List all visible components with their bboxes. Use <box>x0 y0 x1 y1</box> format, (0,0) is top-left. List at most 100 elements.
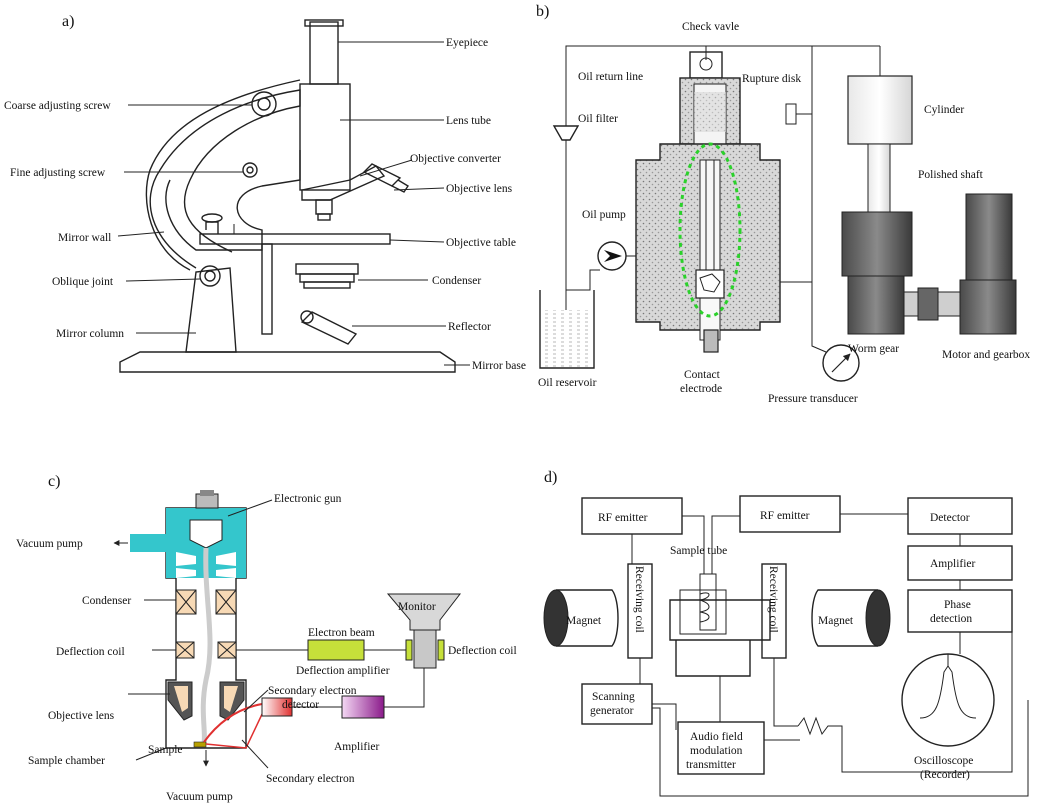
label-electronic-gun: Electronic gun <box>274 493 342 505</box>
label-oil-filter: Oil filter <box>578 113 618 125</box>
panel-a-microscope: a) <box>4 13 526 373</box>
label-rf-emitter-1: RF emitter <box>598 512 648 524</box>
motor-gearbox <box>959 279 1017 335</box>
label-rf-emitter-2: RF emitter <box>760 510 810 522</box>
contact-electrode-shape <box>703 329 719 353</box>
label-reflector: Reflector <box>448 321 491 333</box>
label-eyepiece: Eyepiece <box>446 37 488 49</box>
label-receiving-coil-right: Receiving coil <box>767 566 779 633</box>
panel-c-tag: c) <box>48 473 60 490</box>
label-objective-lens: Objective lens <box>446 183 513 195</box>
sample-tube-shape <box>699 573 717 631</box>
label-condenser-a: Condenser <box>432 275 481 287</box>
polished-shaft-shape <box>867 143 891 213</box>
panel-a-leaders <box>117 41 470 366</box>
oil-filter-shape <box>552 125 580 141</box>
mirror-wall-arm <box>149 89 301 269</box>
label-receiving-coil-left: Receiving coil <box>633 566 645 633</box>
oscilloscope-shape <box>901 653 995 747</box>
mirror-column-shape <box>185 267 237 353</box>
label-pressure-transducer: Pressure transducer <box>768 393 858 405</box>
panel-d-nmr: d) <box>543 469 1029 797</box>
label-audio-1: Audio field <box>690 731 743 743</box>
label-oil-pump: Oil pump <box>582 209 626 221</box>
label-vacuum-pump-top: Vacuum pump <box>16 538 83 550</box>
audio-modulation-box <box>677 721 765 775</box>
label-oscilloscope-1: Oscilloscope <box>914 755 973 767</box>
condenser-shape <box>295 263 359 275</box>
label-lens-tube: Lens tube <box>446 115 491 127</box>
label-deflection-amplifier: Deflection amplifier <box>296 665 390 677</box>
label-worm-gear: Worm gear <box>848 343 899 355</box>
label-cylinder: Cylinder <box>924 104 964 116</box>
secondary-electron-path <box>203 703 263 743</box>
coarse-screw <box>251 91 277 117</box>
fine-screw <box>242 162 258 178</box>
label-objective-table: Objective table <box>446 237 516 249</box>
label-oil-return: Oil return line <box>578 71 643 83</box>
panel-b-hydraulic: b) <box>536 3 1030 405</box>
objective-lens-shape <box>315 199 333 215</box>
objective-converter-shape <box>301 165 386 201</box>
oblique-joint-knob <box>199 265 221 287</box>
pressure-transducer-shape <box>822 344 860 382</box>
cylinder-shape <box>847 75 913 145</box>
worm-gear-upper <box>841 211 913 277</box>
label-monitor: Monitor <box>398 601 436 613</box>
sample-region-outline <box>678 142 742 318</box>
label-electron-beam: Electron beam <box>308 627 375 639</box>
label-amplifier-d: Amplifier <box>930 558 976 570</box>
label-polished-shaft: Polished shaft <box>918 169 984 181</box>
panel-d-tag: d) <box>544 469 557 486</box>
label-sample-tube: Sample tube <box>670 545 727 557</box>
label-contact: Contact <box>684 369 721 381</box>
worm-gear-lower <box>847 275 905 335</box>
label-secondary-electron: Secondary electron <box>266 773 355 785</box>
phase-detection-box <box>907 589 1013 633</box>
label-condenser-c: Condenser <box>82 595 131 607</box>
label-mirror-base: Mirror base <box>472 360 526 372</box>
amplifier-c-box <box>341 695 385 719</box>
label-scanning-1: Scanning <box>592 691 635 703</box>
label-secondary-detector-1: Secondary electron <box>268 685 357 697</box>
arm-back <box>145 79 301 271</box>
dewar <box>675 640 751 677</box>
panel-a-tag: a) <box>62 13 74 30</box>
scanning-generator-box <box>581 683 653 725</box>
oil-pump-shape <box>597 241 627 271</box>
label-motor-gearbox: Motor and gearbox <box>942 349 1030 361</box>
panel-c-leaders <box>128 499 273 769</box>
magnet-left-shape <box>556 589 619 647</box>
deflection-coil-right-r <box>437 639 445 661</box>
arm-inner <box>165 150 301 251</box>
reflector-shape <box>300 311 358 345</box>
label-rupture-disk: Rupture disk <box>742 73 801 85</box>
label-secondary-detector-2: detector <box>282 699 319 711</box>
label-scanning-2: generator <box>590 705 634 717</box>
monitor-shape <box>386 593 462 631</box>
panel-b-tag: b) <box>536 3 549 20</box>
motor-upper <box>965 193 1013 283</box>
label-detector: Detector <box>930 512 970 524</box>
label-check-valve: Check vavle <box>682 21 739 33</box>
electron-beam-path <box>200 547 213 745</box>
label-deflection-coil-right: Deflection coil <box>448 645 517 657</box>
label-magnet-left: Magnet <box>566 615 602 627</box>
label-oblique-joint: Oblique joint <box>52 276 114 288</box>
eyepiece-shape <box>309 21 339 85</box>
label-fine-screw: Fine adjusting screw <box>10 167 106 179</box>
label-oscilloscope-2: (Recorder) <box>920 769 970 781</box>
oil-reservoir-shape <box>539 290 595 369</box>
mirror-base-shape <box>119 351 456 373</box>
panel-c-sem: c) <box>16 473 517 803</box>
label-objective-converter: Objective converter <box>410 153 501 165</box>
label-amplifier-c: Amplifier <box>334 741 380 753</box>
label-mirror-column: Mirror column <box>56 328 124 340</box>
label-coarse-screw: Coarse adjusting screw <box>4 100 111 112</box>
label-audio-3: transmitter <box>686 759 736 771</box>
label-vacuum-pump-bottom: Vacuum pump <box>166 791 233 803</box>
oil-return-pipe <box>565 45 707 110</box>
label-phase-2: detection <box>930 613 972 625</box>
label-audio-2: modulation <box>690 745 743 757</box>
